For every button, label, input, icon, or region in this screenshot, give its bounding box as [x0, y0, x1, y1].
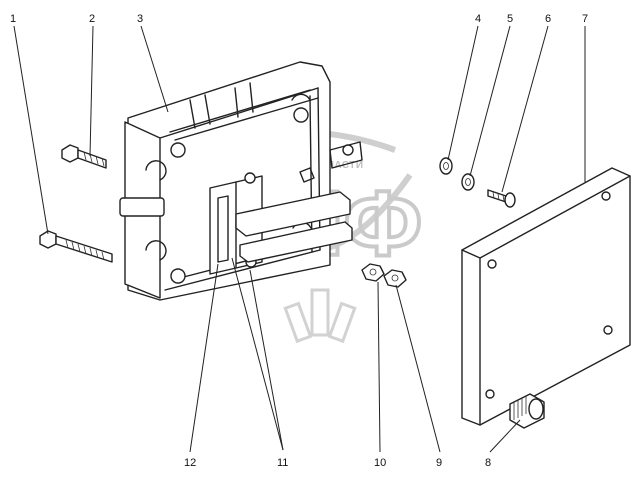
callout-11: 11: [277, 457, 288, 469]
callout-4: 4: [475, 13, 481, 25]
callout-9: 9: [436, 457, 442, 469]
leader-6: [501, 25, 549, 193]
leader-9: [395, 284, 441, 453]
leader-12: [189, 263, 219, 453]
callout-3: 3: [137, 13, 143, 25]
callout-2: 2: [89, 13, 95, 25]
leader-8: [489, 419, 521, 453]
screw-part-6: [487, 189, 516, 208]
leader-4: [447, 25, 479, 161]
callout-6: 6: [545, 13, 551, 25]
washer-part-4: [439, 157, 453, 175]
bracket-part-11: [235, 141, 363, 263]
leader-1: [13, 25, 49, 235]
leader-lines: [13, 25, 586, 453]
callout-10: 10: [374, 457, 386, 469]
callout-5: 5: [507, 13, 513, 25]
leader-2: [89, 25, 94, 157]
leader-5: [469, 25, 511, 177]
washer-part-5: [461, 173, 475, 191]
callout-12: 12: [184, 457, 196, 469]
knob-part-8: [509, 393, 545, 429]
leader-10: [377, 281, 381, 453]
cover-plate-part-7: [461, 167, 631, 426]
callout-labels: 1 2 3 4 5 6 7 8 9 10 11 12: [10, 13, 588, 469]
screw-part-1: [39, 230, 113, 263]
leader-11a: [231, 257, 284, 451]
nut-part-10: [361, 263, 385, 282]
callout-8: 8: [485, 457, 491, 469]
leader-3: [140, 25, 169, 113]
callout-1: 1: [10, 13, 16, 25]
screw-part-2: [61, 144, 107, 169]
nut-part-9: [383, 269, 407, 288]
leader-11b: [249, 269, 284, 451]
callout-7: 7: [582, 13, 588, 25]
